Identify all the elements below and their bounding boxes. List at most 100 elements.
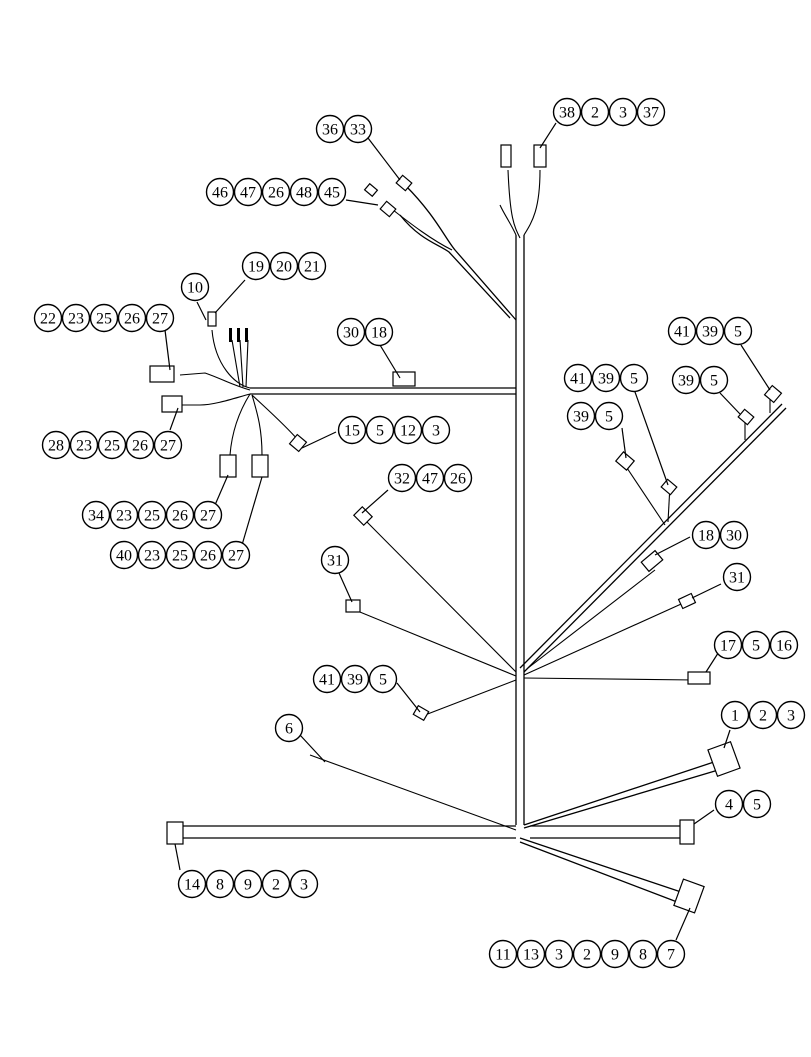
callout-bubble — [544, 939, 574, 969]
callout-number: 3 — [432, 423, 440, 440]
callout-number: 13 — [523, 947, 539, 964]
callout-bubble — [365, 415, 395, 445]
callout-number: 25 — [172, 548, 188, 565]
callout-number: 39 — [678, 373, 694, 390]
callout-10: 10 — [180, 272, 210, 302]
callout-bubble — [289, 177, 319, 207]
connector-18-30 — [640, 549, 664, 573]
callout-number: 33 — [350, 122, 366, 139]
callout-number: 39 — [347, 672, 363, 689]
connector-41-39-5-c — [412, 704, 430, 722]
callout-bubble — [594, 401, 624, 431]
callout-number: 5 — [753, 797, 761, 814]
callout-number: 31 — [729, 570, 745, 587]
callout-bubble — [722, 562, 752, 592]
callout-bubble — [274, 713, 304, 743]
callout-bubble — [713, 630, 743, 660]
connector-45b — [379, 200, 397, 218]
callout-number: 27 — [228, 548, 244, 565]
callout-bubble — [137, 540, 167, 570]
callout-bubble — [368, 664, 398, 694]
callout-number: 30 — [343, 325, 359, 342]
callout-number: 30 — [726, 528, 742, 545]
callout-number: 28 — [48, 438, 64, 455]
callout-number: 17 — [720, 638, 736, 655]
callout-number: 25 — [96, 311, 112, 328]
callout-bubble — [261, 177, 291, 207]
callout-number: 26 — [268, 185, 284, 202]
callout-bubble — [667, 316, 697, 346]
callout-number: 18 — [698, 528, 714, 545]
leader-lines — [164, 122, 771, 941]
callout-number: 12 — [400, 423, 416, 440]
callout-bubble — [145, 303, 175, 333]
callout-number: 7 — [667, 947, 675, 964]
callout-number: 48 — [296, 185, 312, 202]
callout-number: 5 — [734, 324, 742, 341]
callout-bubble — [125, 430, 155, 460]
callout-bubble — [337, 415, 367, 445]
callout-bubble — [336, 317, 366, 347]
connector-15 — [288, 433, 308, 453]
connector-41-39-5-a — [660, 478, 678, 496]
connector-30-18 — [392, 371, 416, 387]
callout-number: 3 — [300, 877, 308, 894]
callout-number: 26 — [172, 508, 188, 525]
callout-number: 5 — [379, 672, 387, 689]
callout-number: 19 — [248, 259, 264, 276]
connector-10 — [207, 311, 217, 327]
callout-number: 23 — [116, 508, 132, 525]
callout-number: 5 — [752, 638, 760, 655]
callout-bubble — [723, 316, 753, 346]
callout-number: 3 — [555, 947, 563, 964]
callout-number: 27 — [200, 508, 216, 525]
callout-bubble — [608, 97, 638, 127]
connector-32 — [352, 505, 374, 527]
callout-bubble — [741, 630, 771, 660]
callout-bubble — [315, 114, 345, 144]
callout-number: 39 — [702, 324, 718, 341]
callout-number: 10 — [187, 280, 203, 297]
connector-31-a — [345, 599, 361, 613]
callout-number: 2 — [583, 947, 591, 964]
callout-bubble — [177, 869, 207, 899]
connector-14 — [166, 821, 184, 845]
callout-bubble — [671, 365, 701, 395]
callout-number: 15 — [344, 423, 360, 440]
callout-number: 2 — [591, 105, 599, 122]
callout-bubble — [33, 303, 63, 333]
callout-bubble — [714, 789, 744, 819]
callout-bubble — [297, 251, 327, 281]
connector-22 — [149, 365, 175, 383]
callout-bubble — [415, 463, 445, 493]
callout-bubble — [393, 415, 423, 445]
callout-number: 26 — [450, 471, 466, 488]
callout-bubble — [566, 401, 596, 431]
callout-number: 11 — [495, 947, 510, 964]
callout-number: 47 — [240, 185, 256, 202]
callout-bubble — [320, 545, 350, 575]
callout-bubble — [193, 500, 223, 530]
callout-number: 8 — [216, 877, 224, 894]
connector-45a — [363, 182, 379, 198]
connectors — [149, 144, 783, 914]
callout-number: 23 — [68, 311, 84, 328]
callout-number: 41 — [570, 371, 586, 388]
callout-bubble — [233, 177, 263, 207]
callout-bubble — [312, 664, 342, 694]
callout-number: 26 — [200, 548, 216, 565]
callout-bubble — [137, 500, 167, 530]
callout-bubble — [61, 303, 91, 333]
callout-bubble — [628, 939, 658, 969]
callout-number: 27 — [152, 311, 168, 328]
connector-38-right — [533, 144, 547, 168]
